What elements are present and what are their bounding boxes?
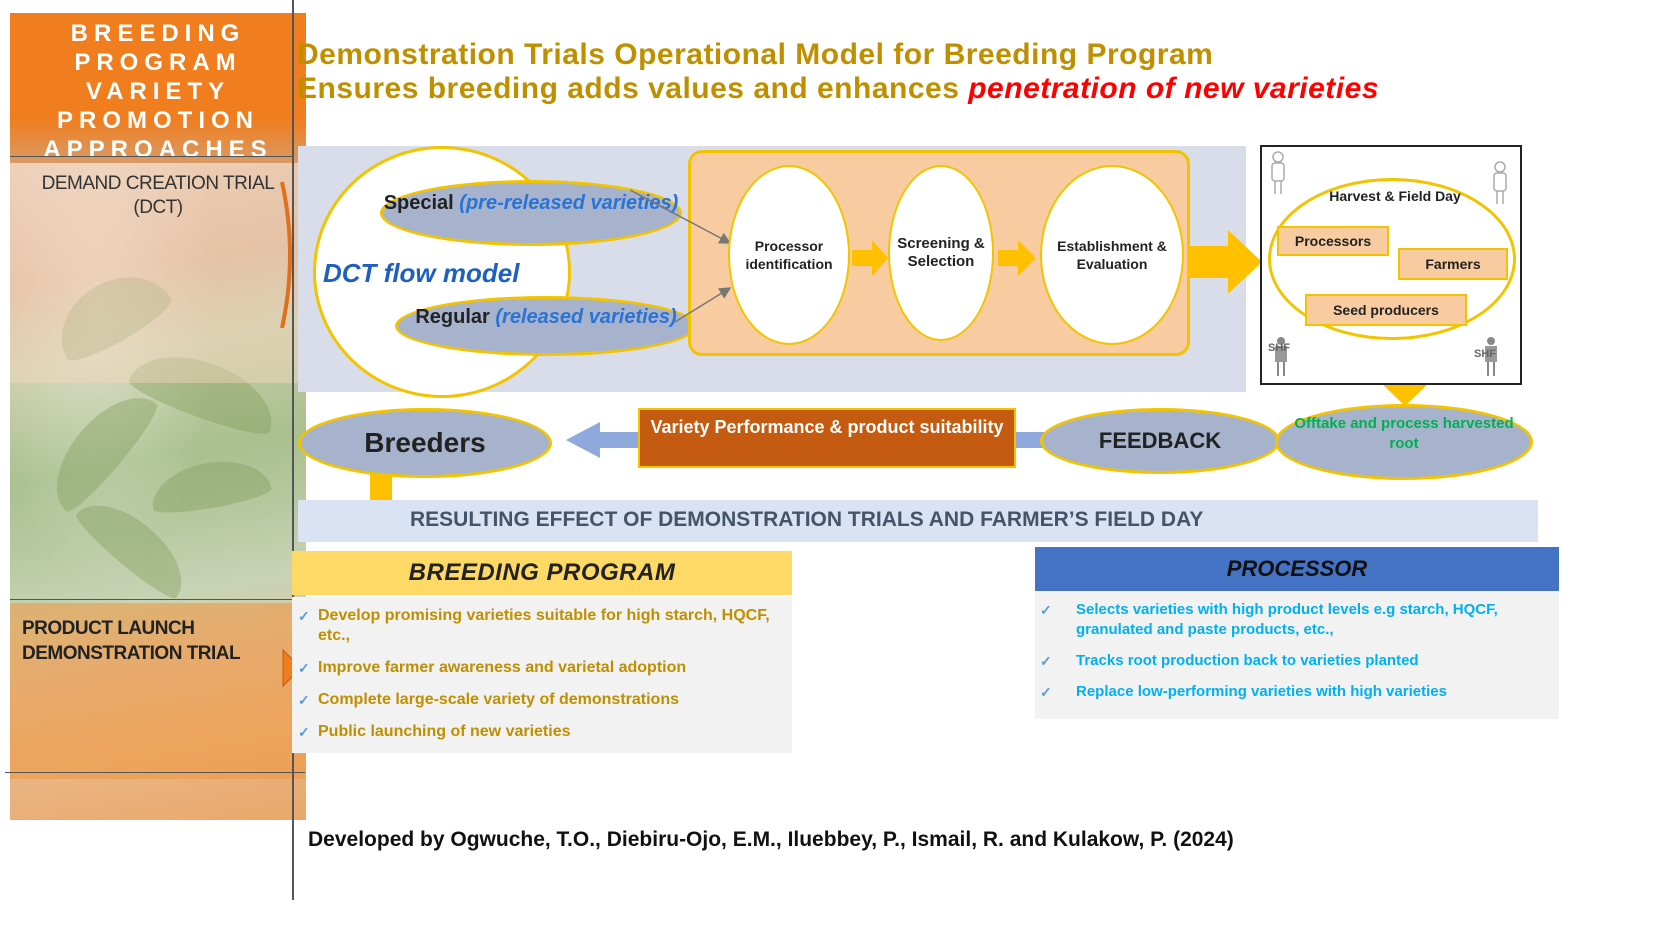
special-label: Special xyxy=(383,192,460,214)
step-arrow-icon xyxy=(852,240,888,276)
dct-label: DEMAND CREATION TRIAL (DCT) xyxy=(10,172,306,220)
check-icon: ✓ xyxy=(298,608,310,624)
tag-farmers: Farmers xyxy=(1398,248,1508,280)
harvest-title: Harvest & Field Day xyxy=(1329,188,1461,204)
plt-label-line: DEMONSTRATION TRIAL xyxy=(22,643,241,664)
left-title-line: PROGRAM xyxy=(74,49,242,76)
check-icon: ✓ xyxy=(1040,602,1052,618)
step-processor-identification: Processor identification xyxy=(728,165,850,345)
page-subtitle: Ensures breeding adds values and enhance… xyxy=(297,72,1379,106)
step-screening-selection: Screening & Selection xyxy=(888,165,994,341)
tag-seed-producers: Seed producers xyxy=(1305,294,1467,326)
list-item-text: Tracks root production back to varieties… xyxy=(1076,652,1419,669)
breeding-program-heading: BREEDING PROGRAM xyxy=(292,551,792,595)
check-icon: ✓ xyxy=(1040,653,1052,669)
regular-connector xyxy=(674,287,732,323)
list-item: ✓ Develop promising varieties suitable fo… xyxy=(298,606,788,646)
list-item: ✓ Selects varieties with high product lev… xyxy=(1040,600,1554,640)
credit-line: Developed by Ogwuche, T.O., Diebiru-Ojo,… xyxy=(308,828,1234,851)
page-title: Demonstration Trials Operational Model f… xyxy=(297,38,1214,71)
step-establishment-evaluation: Establishment & Evaluation xyxy=(1040,165,1184,345)
list-item-text: Improve farmer awareness and varietal ad… xyxy=(318,659,687,676)
tag-processors: Processors xyxy=(1277,226,1389,256)
dct-flow-label: DCT flow model xyxy=(323,258,520,288)
breeders-oval: Breeders xyxy=(298,408,552,478)
regular-note: (released varieties) xyxy=(495,306,677,328)
subtitle-text: Ensures breeding adds values and enhance… xyxy=(297,72,969,105)
program-title-banner: BREEDING PROGRAM VARIETY PROMOTION APPRO… xyxy=(10,13,306,163)
list-item: ✓ Public launching of new varieties xyxy=(298,722,788,742)
list-item: ✓ Tracks root production back to varietie… xyxy=(1040,651,1554,671)
left-column: BREEDING PROGRAM VARIETY PROMOTION APPRO… xyxy=(10,5,308,820)
left-title-line: BREEDING xyxy=(70,20,246,47)
left-title-line: PROMOTION xyxy=(57,107,259,134)
list-item: ✓ Improve farmer awareness and varietal a… xyxy=(298,658,788,678)
processor-heading: PROCESSOR xyxy=(1035,547,1559,591)
to-breeders-arrow-icon xyxy=(566,422,640,458)
divider-line xyxy=(10,599,306,600)
dct-band xyxy=(10,163,306,383)
left-title-line: VARIETY xyxy=(85,78,231,105)
check-icon: ✓ xyxy=(298,660,310,676)
list-item-text: Develop promising varieties suitable for… xyxy=(318,607,770,644)
dct-bracket-arrow-icon xyxy=(280,181,292,329)
special-note: (pre-released varieties) xyxy=(459,192,679,214)
divider-line xyxy=(5,772,305,773)
feedback-oval: FEEDBACK xyxy=(1040,408,1280,474)
processor-panel xyxy=(1035,591,1559,719)
breeding-program-panel xyxy=(292,597,792,753)
list-item: ✓ Complete large-scale variety of demonst… xyxy=(298,690,788,710)
person-icon xyxy=(1275,337,1287,376)
result-heading: RESULTING EFFECT OF DEMONSTRATION TRIALS… xyxy=(410,508,1204,531)
check-icon: ✓ xyxy=(298,724,310,740)
check-icon: ✓ xyxy=(298,692,310,708)
special-connector xyxy=(629,189,732,244)
regular-varieties-oval: Regular (released varieties) xyxy=(395,296,697,356)
result-band xyxy=(298,500,1538,542)
offtake-oval: Offtake and process harvested root xyxy=(1275,404,1533,480)
vertical-divider xyxy=(292,0,294,900)
person-icon xyxy=(1493,161,1507,204)
step-arrow-icon xyxy=(998,240,1036,276)
list-item-text: Complete large-scale variety of demonstr… xyxy=(318,691,679,708)
breeding-program-list: ✓ Develop promising varieties suitable fo… xyxy=(298,606,788,754)
regular-label: Regular xyxy=(415,306,496,328)
list-item-text: Selects varieties with high product leve… xyxy=(1076,601,1498,638)
shf-label: SHF xyxy=(1268,342,1290,354)
list-item-text: Replace low-performing varieties with hi… xyxy=(1076,683,1447,700)
list-item-text: Public launching of new varieties xyxy=(318,723,571,740)
person-icon xyxy=(1485,337,1497,376)
dct-label-line: DEMAND CREATION TRIAL xyxy=(41,173,275,194)
divider-line xyxy=(10,156,292,157)
list-item: ✓ Replace low-performing varieties with h… xyxy=(1040,682,1554,702)
variety-performance-box: Variety Performance & product suitabilit… xyxy=(638,408,1016,468)
left-title-line: APPROACHES xyxy=(43,136,273,163)
harvest-arrow-icon xyxy=(1188,230,1262,294)
dct-label-line: (DCT) xyxy=(133,197,183,218)
shf-label: SHF xyxy=(1474,348,1496,360)
plt-label-line: PRODUCT LAUNCH xyxy=(22,618,195,639)
plt-band xyxy=(10,603,306,779)
check-icon: ✓ xyxy=(1040,684,1052,700)
plt-label: PRODUCT LAUNCH DEMONSTRATION TRIAL xyxy=(22,616,241,666)
processor-list: ✓ Selects varieties with high product lev… xyxy=(1040,600,1554,713)
subtitle-highlight: penetration of new varieties xyxy=(968,72,1380,105)
person-icon xyxy=(1271,151,1285,194)
